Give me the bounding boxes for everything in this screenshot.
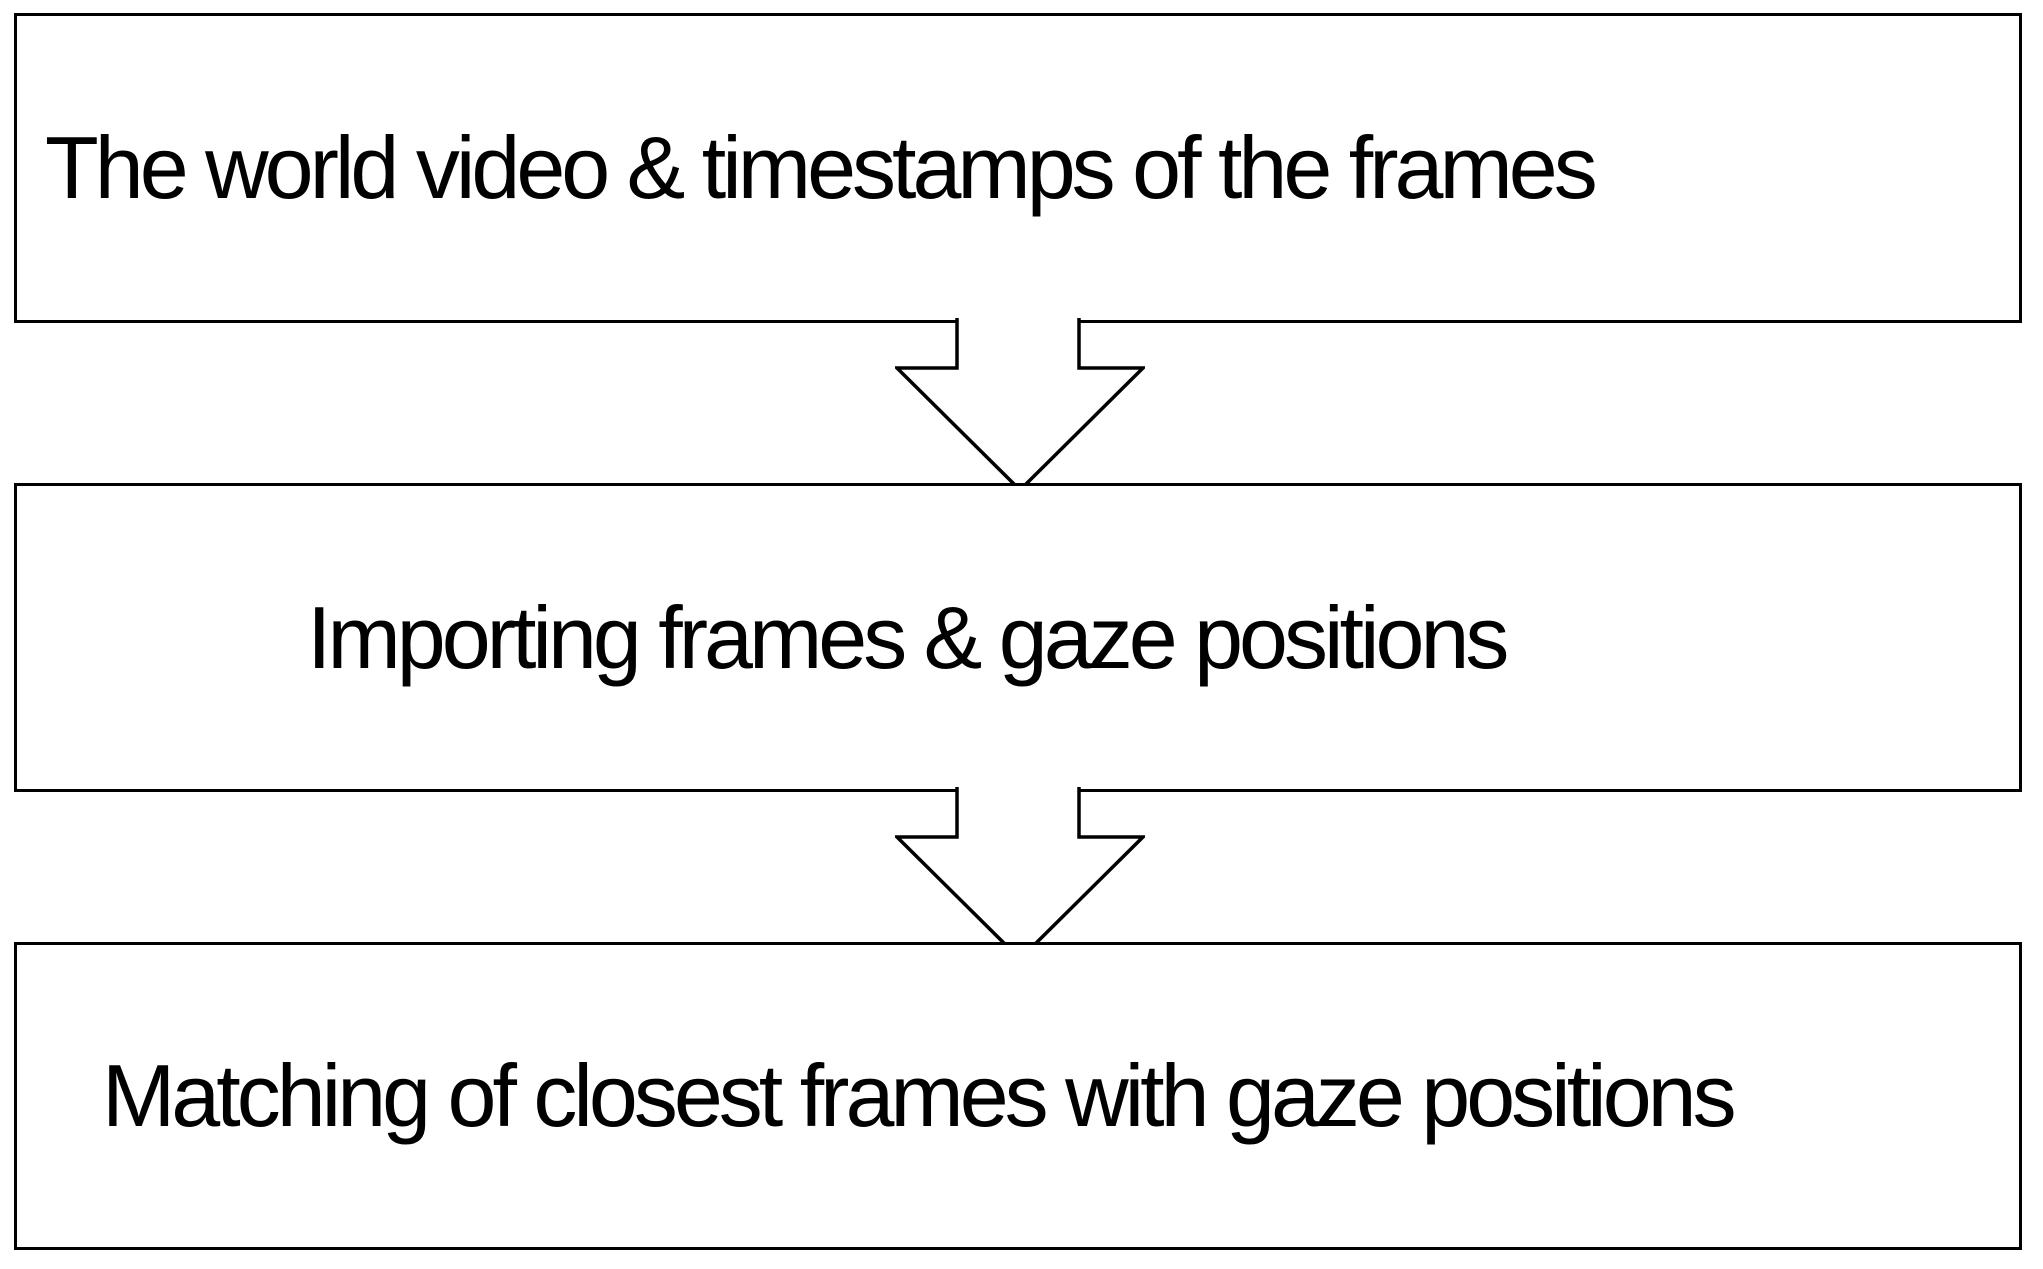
flow-step-label: Importing frames & gaze positions [307, 587, 1509, 687]
flow-step-box: Matching of closest frames with gaze pos… [14, 942, 2022, 1250]
flow-step-label: The world video & timestamps of the fram… [45, 118, 1598, 217]
down-arrow-icon [895, 318, 1145, 493]
down-arrow-icon [895, 787, 1145, 962]
flow-step-label: Matching of closest frames with gaze pos… [102, 1046, 1737, 1145]
flow-step-box: The world video & timestamps of the fram… [14, 13, 2022, 323]
flow-step-box: Importing frames & gaze positions [14, 483, 2022, 792]
